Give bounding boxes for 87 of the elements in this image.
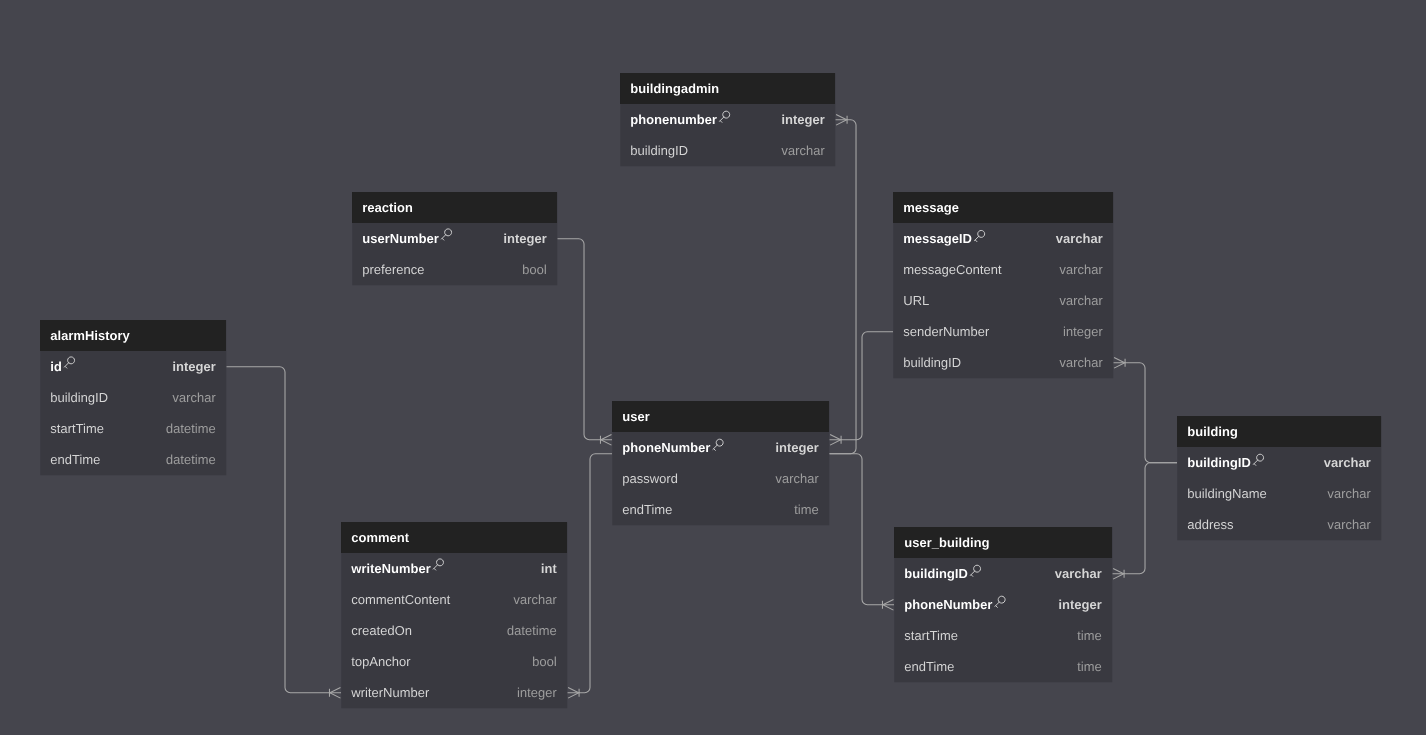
data-type: time [1077,661,1102,672]
column-name: URL [904,296,929,306]
column-name: endTime [50,454,100,465]
table-card [612,401,830,526]
column-name: userNumber [363,233,439,244]
data-type: datetime [166,454,216,465]
table-row [631,110,825,127]
column-name: phoneNumber [905,599,993,612]
data-type: varchar [1059,295,1103,306]
table-title: alarmHistory [50,330,130,343]
column-name: address [1187,519,1234,530]
data-type: integer [782,114,825,127]
column-name: buildingID [631,145,688,158]
column-name: endTime [622,504,672,515]
table-card [620,73,836,167]
column-name: preference [363,264,424,277]
table-title: comment [351,533,409,543]
data-type: varchar [1055,233,1103,244]
column-name: commentContent [351,594,451,605]
relationship-line [1112,462,1178,580]
table-row [623,438,819,455]
table-row [1188,453,1371,470]
relationship-line [567,453,613,699]
table-title: building [1188,426,1237,439]
data-type: integer [1059,599,1102,612]
table-row [905,564,1102,581]
column-name: buildingID [1188,457,1251,470]
table-card [341,522,568,709]
column-name: id [51,361,61,372]
column-name: password [623,473,678,486]
table-row [51,356,216,374]
data-type: integer [504,233,547,246]
data-type: datetime [507,625,557,636]
table-row [351,558,557,574]
data-type: varchar [513,594,557,605]
data-type: bool [523,264,546,275]
table-title: user_building [905,537,989,550]
table-card [1177,416,1382,541]
table-row [363,228,547,246]
data-type: varchar [775,473,819,484]
column-name: writerNumber [351,687,430,698]
table-card [352,192,558,286]
table-title: user [623,414,650,422]
data-type: datetime [166,423,216,434]
column-name: createdOn [351,625,412,636]
relationship-line [829,453,895,611]
table-card [894,527,1113,683]
data-type: integer [517,687,557,700]
data-type: varchar [172,392,216,403]
column-name: startTime [50,423,104,434]
data-type: varchar [1054,568,1102,579]
column-name: senderNumber [903,326,990,337]
column-name: writeNumber [351,563,431,574]
data-type: integer [1063,326,1103,339]
data-type: bool [533,656,556,667]
table-title: buildingadmin [631,83,719,96]
data-type: integer [776,442,819,455]
relationship-line [226,366,342,699]
table-title: reaction [363,202,413,213]
column-name: messageID [904,234,972,246]
table-card [40,320,227,476]
column-name: buildingID [51,392,108,405]
data-type: int [541,563,557,574]
column-name: buildingID [905,568,968,581]
table-title: message [904,205,959,215]
data-type: varchar [781,145,825,156]
column-name: phonenumber [631,114,717,127]
column-name: messageContent [904,264,1002,277]
column-name: startTime [904,630,958,641]
data-type: integer [173,361,216,374]
data-type: time [794,504,819,515]
column-name: phoneNumber [623,442,711,455]
column-name: buildingID [904,357,961,370]
column-name: endTime [904,661,954,672]
column-name: topAnchor [351,656,411,669]
data-type: varchar [1327,488,1371,499]
data-type: varchar [1323,457,1371,468]
relationship-line [829,331,894,446]
relationship-line [557,238,613,446]
data-type: varchar [1327,519,1371,530]
column-name: buildingName [1188,488,1267,501]
data-type: time [1077,630,1102,641]
data-type: varchar [1059,264,1103,275]
table-row [905,595,1102,612]
table-card [893,192,1114,379]
data-type: varchar [1059,357,1103,368]
table-row [904,229,1103,246]
